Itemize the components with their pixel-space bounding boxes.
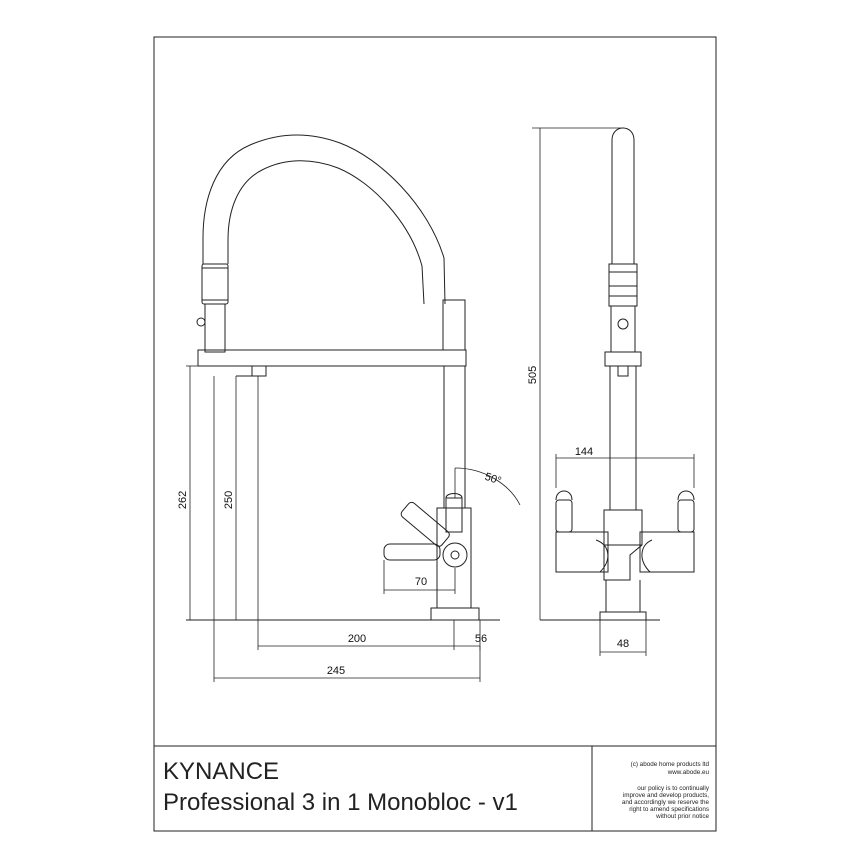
dim-50-degrees: 50° [483,471,503,488]
aerator [251,365,267,377]
lever-upright [445,493,463,508]
spout-collar [442,299,466,351]
spray-button [196,317,206,327]
dim-48: 48 [617,638,629,650]
spout-arch-inner [227,160,425,305]
side-view [540,127,695,621]
side-lever-right [639,531,695,573]
front-view [186,134,500,621]
side-spray-head [608,263,638,307]
side-dimensions [532,127,695,656]
product-name: KYNANCE [163,758,279,785]
sheet-border [153,36,717,832]
spout-beam [197,349,467,367]
spray-head [201,263,229,305]
dim-144: 144 [575,446,593,458]
tap-base [430,607,480,621]
website-text: www.abode.eu [667,769,710,776]
side-spray-button [617,318,629,330]
side-lever-left [555,531,609,573]
side-hose [611,127,635,264]
lever-horizontal [383,543,441,561]
policy-line-1: our policy is to continually [637,785,710,792]
dim-505: 505 [527,366,539,384]
policy-line-3: and accordingly we reserve the [622,799,710,806]
dim-200: 200 [348,633,366,645]
front-dimensions [186,365,521,682]
copyright-text: (c) abode home products ltd [631,761,710,768]
dim-70: 70 [415,576,427,588]
lever-angled [400,501,450,547]
policy-line-5: without prior notice [655,813,709,820]
side-mixer-body [603,509,643,581]
policy-line-4: right to amend specifications [629,806,709,813]
dim-250: 250 [223,491,235,509]
product-subtitle: Professional 3 in 1 Monobloc - v1 [163,789,518,816]
policy-line-2: improve and develop products, [623,792,709,799]
side-collar [604,351,642,367]
spout-arch [202,134,446,305]
mixer-body [436,507,472,609]
dim-245: 245 [327,665,345,677]
dim-56: 56 [475,633,487,645]
spray-head-lower [204,303,226,353]
side-base [599,611,647,621]
dim-262: 262 [177,491,189,509]
lever-pivot [442,542,468,568]
